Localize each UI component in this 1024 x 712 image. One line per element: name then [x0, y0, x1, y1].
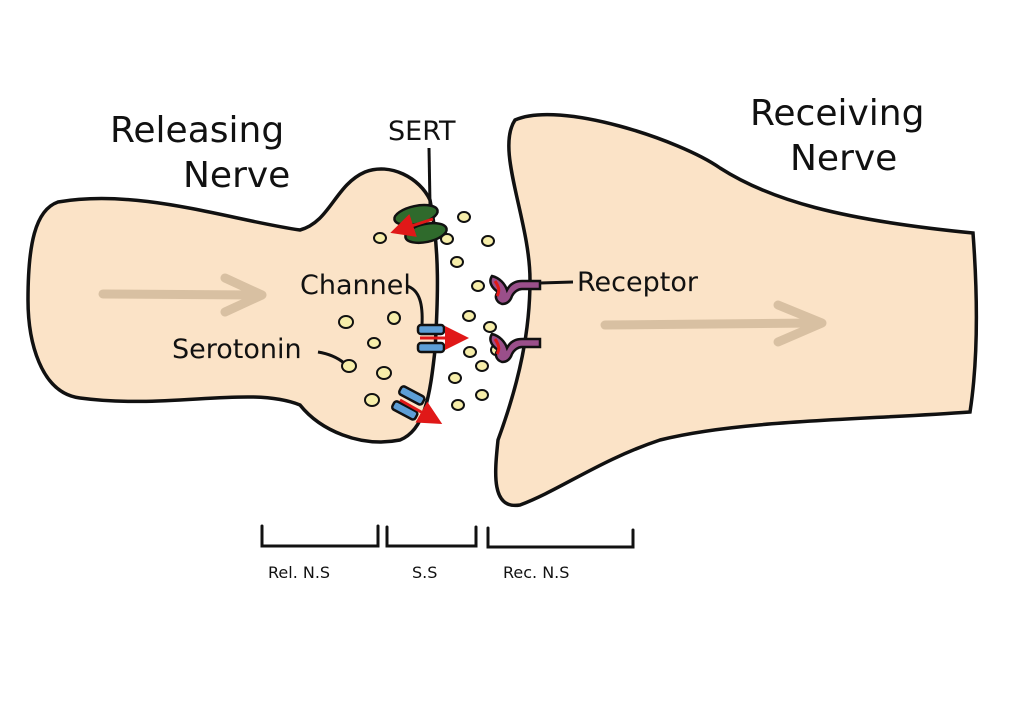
serotonin-dot	[475, 389, 489, 401]
rec-ns-label: Rec. N.S	[503, 563, 569, 582]
sert-transporter	[390, 203, 448, 245]
serotonin-dot	[448, 372, 462, 384]
sert-leader	[427, 147, 432, 206]
flow-arrow-right	[600, 300, 827, 347]
serotonin-label: Serotonin	[172, 334, 302, 365]
serotonin-dot	[457, 211, 471, 223]
rel-ns-label: Rel. N.S	[268, 563, 330, 582]
sert-label: SERT	[388, 116, 456, 147]
serotonin-molecules	[338, 211, 502, 411]
receptor-label: Receptor	[577, 267, 699, 298]
serotonin-dot	[341, 359, 357, 373]
serotonin-dot	[338, 315, 354, 329]
serotonin-dot	[387, 311, 401, 325]
receptor-leader	[539, 280, 574, 285]
serotonin-dot	[367, 337, 381, 349]
serotonin-dot	[471, 280, 485, 292]
receiving-nerve-label-line2: Nerve	[790, 138, 897, 179]
serotonin-dot	[451, 399, 465, 411]
bracket-rec-ns	[486, 526, 635, 549]
channel-lower	[390, 385, 443, 424]
channel-label: Channel	[300, 270, 411, 301]
serotonin-dot	[364, 393, 380, 407]
serotonin-dot	[463, 346, 477, 358]
receiving-nerve	[493, 112, 979, 508]
serotonin-dot	[373, 232, 387, 244]
serotonin-dot	[481, 235, 495, 247]
ss-label: S.S	[412, 563, 437, 582]
serotonin-dot	[462, 310, 476, 322]
receptor-lower	[489, 332, 542, 364]
scale-brackets	[260, 524, 635, 549]
serotonin-leader	[317, 350, 345, 365]
releasing-nerve-label-line1: Releasing	[110, 110, 284, 151]
releasing-nerve-label-line2: Nerve	[183, 155, 290, 196]
receptor-upper	[489, 274, 542, 306]
serotonin-dot	[440, 233, 454, 245]
serotonin-dot	[475, 360, 489, 372]
bracket-ss	[385, 525, 478, 548]
flow-arrow-left	[98, 273, 267, 317]
channel-upper	[416, 323, 469, 354]
receiving-nerve-label-line1: Receiving	[750, 93, 924, 134]
bracket-rel-ns	[260, 524, 380, 548]
channel-leader	[406, 284, 424, 326]
serotonin-dot	[450, 256, 464, 268]
serotonin-dot	[483, 321, 497, 333]
serotonin-dot	[376, 366, 392, 380]
